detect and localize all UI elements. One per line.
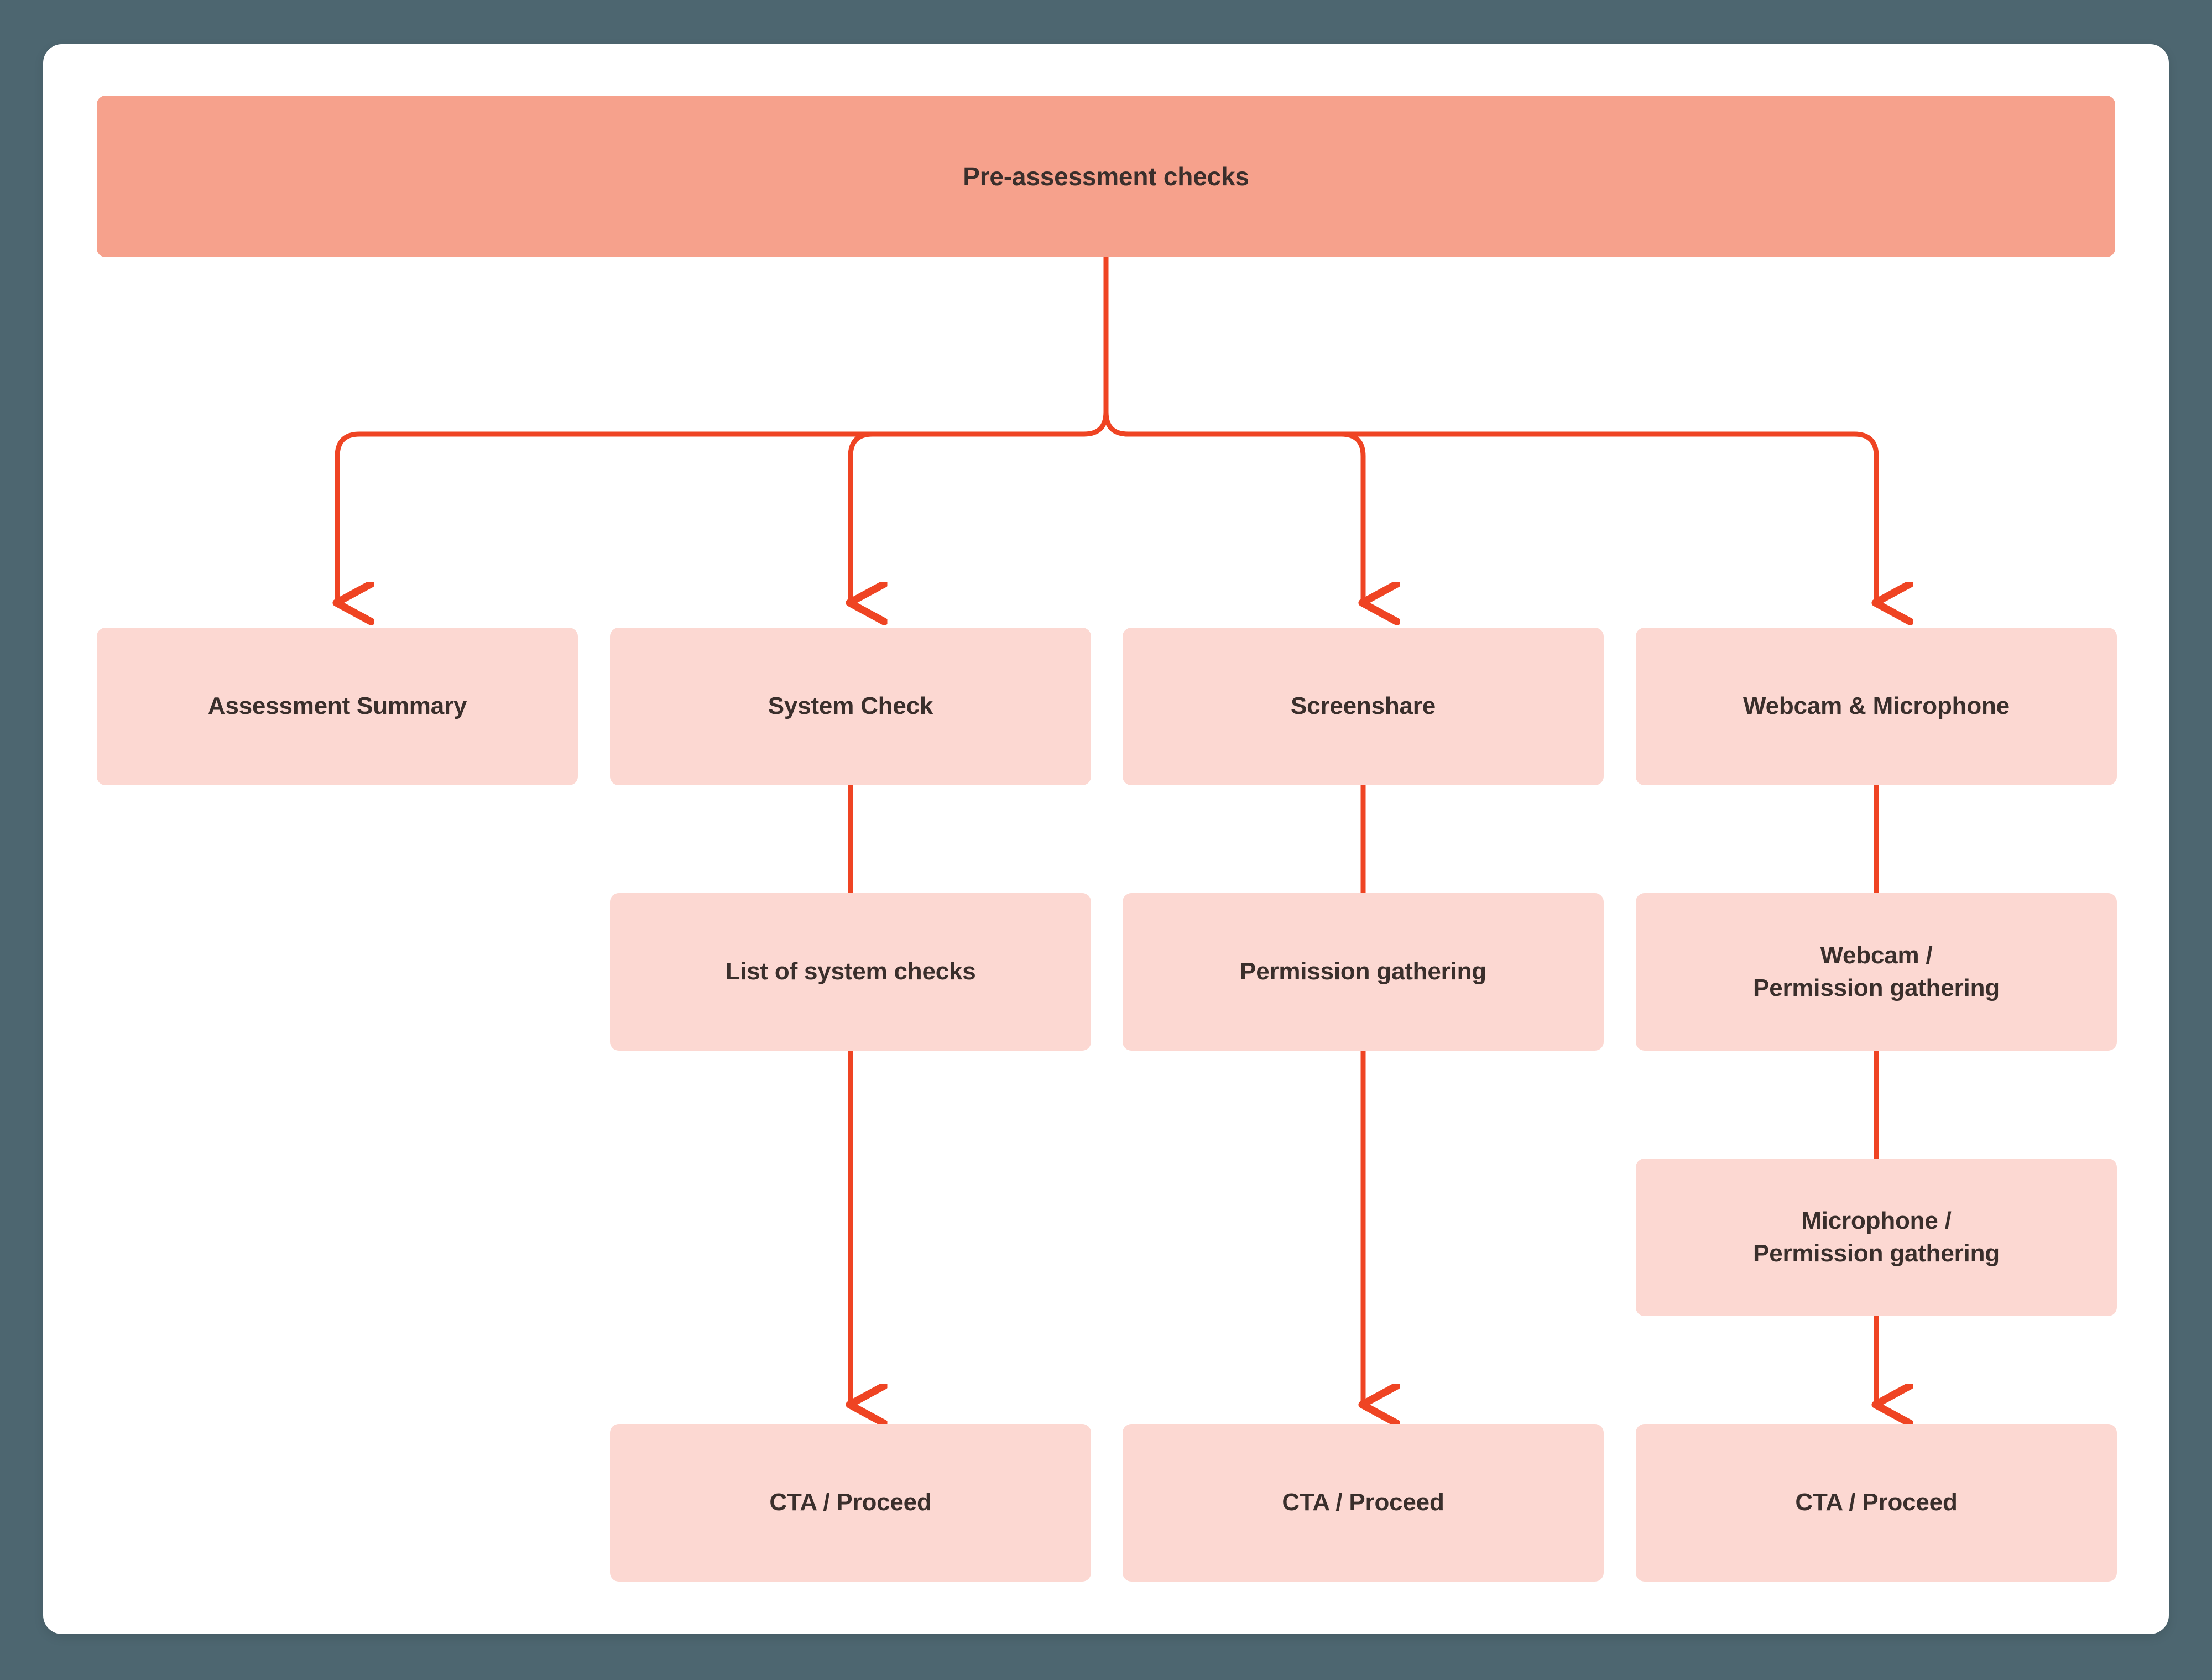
node-label: CTA / Proceed xyxy=(1795,1489,1958,1516)
node-label: Webcam & Microphone xyxy=(1743,692,2010,720)
node-pre-assessment-checks[interactable]: Pre-assessment checks xyxy=(97,96,2115,257)
node-cta-proceed-webcam-microphone[interactable]: CTA / Proceed xyxy=(1636,1424,2117,1582)
node-cta-proceed-system-check[interactable]: CTA / Proceed xyxy=(610,1424,1091,1582)
node-screenshare[interactable]: Screenshare xyxy=(1123,628,1604,785)
node-permission-gathering-screenshare[interactable]: Permission gathering xyxy=(1123,893,1604,1051)
node-label: Screenshare xyxy=(1291,692,1436,720)
node-cta-proceed-screenshare[interactable]: CTA / Proceed xyxy=(1123,1424,1604,1582)
node-microphone-permission-gathering[interactable]: Microphone / Permission gathering xyxy=(1636,1159,2117,1316)
node-webcam-permission-gathering[interactable]: Webcam / Permission gathering xyxy=(1636,893,2117,1051)
node-label: Pre-assessment checks xyxy=(963,161,1249,191)
node-label: Assessment Summary xyxy=(207,692,467,720)
node-label: Microphone / Permission gathering xyxy=(1753,1207,2000,1267)
node-label: CTA / Proceed xyxy=(1282,1489,1444,1516)
node-label: List of system checks xyxy=(725,958,976,985)
node-label: Webcam / Permission gathering xyxy=(1753,942,2000,1001)
diagram-card xyxy=(43,44,2169,1634)
node-label: CTA / Proceed xyxy=(769,1489,932,1516)
node-system-check[interactable]: System Check xyxy=(610,628,1091,785)
node-assessment-summary[interactable]: Assessment Summary xyxy=(97,628,578,785)
node-label: System Check xyxy=(768,692,933,720)
node-list-of-system-checks[interactable]: List of system checks xyxy=(610,893,1091,1051)
node-webcam-microphone[interactable]: Webcam & Microphone xyxy=(1636,628,2117,785)
node-label: Permission gathering xyxy=(1240,958,1486,985)
